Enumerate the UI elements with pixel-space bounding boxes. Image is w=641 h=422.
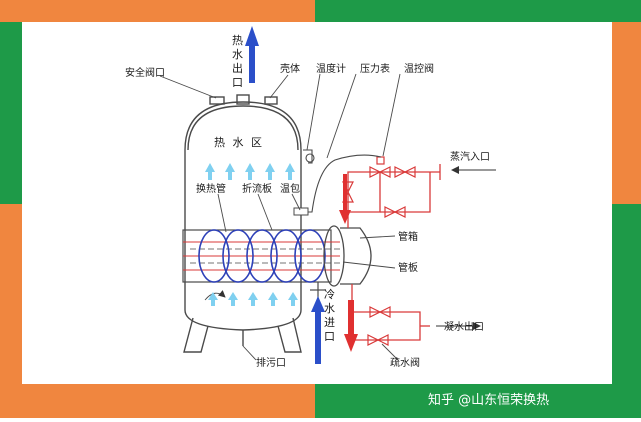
flow-arc — [204, 290, 226, 301]
label-safety-valve: 安全阀口 — [125, 66, 165, 79]
hot-water-outlet-arrow — [245, 26, 259, 83]
watermark: 知乎 @山东恒荣换热 — [428, 392, 549, 408]
frame-right-upper — [612, 22, 641, 204]
thermometer-symbol — [303, 149, 315, 164]
label-tube-box: 管箱 — [398, 230, 418, 243]
frame-left-upper — [0, 22, 22, 204]
tube-bundle — [182, 225, 372, 287]
vessel-shell — [183, 94, 302, 353]
frame-left-lower — [0, 204, 22, 418]
label-tube-plate: 管板 — [398, 261, 418, 274]
frame-bottom-left — [0, 384, 315, 418]
condensate-flow-arrow — [344, 300, 358, 352]
label-cold-water-inlet-1: 水 — [324, 302, 335, 315]
label-drain-port: 排污口 — [256, 356, 286, 369]
label-condensate-outlet: 凝水出口 — [444, 320, 484, 333]
label-steam-inlet: 蒸汽入口 — [450, 150, 490, 163]
leader-lines — [159, 73, 401, 361]
label-hot-water-outlet-3: 口 — [232, 76, 243, 89]
hot-water-flow-arrows — [205, 163, 298, 306]
frame-right-lower — [612, 204, 641, 418]
label-cold-water-inlet-0: 冷 — [324, 288, 335, 301]
label-shell: 壳体 — [280, 62, 300, 75]
label-baffle: 折流板 — [242, 182, 272, 195]
label-hot-water-outlet-2: 出 — [232, 61, 243, 75]
label-hot-water-outlet-0: 热 — [232, 34, 243, 47]
temp-bulb — [293, 207, 309, 216]
label-cold-water-inlet-3: 口 — [324, 330, 335, 343]
label-hot-water-zone: 热 水 区 — [214, 136, 264, 149]
frame-bottom-right — [315, 384, 641, 418]
steam-flow-arrow — [339, 174, 351, 224]
steam-piping — [347, 164, 441, 341]
label-heat-exchange-tube: 换热管 — [196, 182, 226, 195]
label-hot-water-outlet-1: 水 — [232, 48, 243, 61]
label-cold-water-inlet-2: 进 — [324, 316, 335, 329]
frame-top-right — [315, 0, 641, 22]
temp-bulb-line — [295, 154, 382, 213]
direction-arrows — [436, 166, 496, 330]
label-pressure-gauge: 压力表 — [360, 62, 390, 75]
label-thermometer: 温度计 — [316, 62, 346, 75]
frame-top-left — [0, 0, 315, 22]
label-temp-control-valve: 温控阀 — [404, 62, 434, 75]
label-temp-bulb: 温包 — [280, 182, 300, 195]
label-steam-trap: 疏水阀 — [390, 356, 420, 369]
cold-water-inlet-arrow — [311, 296, 325, 364]
